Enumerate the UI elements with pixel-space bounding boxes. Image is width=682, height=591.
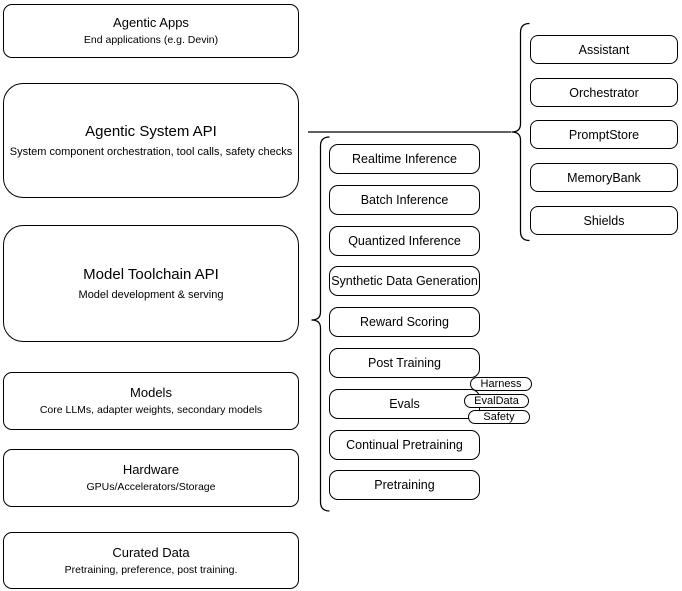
box-title: Agentic System API [85, 123, 217, 140]
continual-pretraining-box: Continual Pretraining [329, 430, 480, 460]
box-subtitle: System component orchestration, tool cal… [9, 146, 293, 158]
agentic-apps-box: Agentic Apps End applications (e.g. Devi… [3, 4, 299, 58]
curated-data-box: Curated Data Pretraining, preference, po… [3, 532, 299, 589]
models-box: Models Core LLMs, adapter weights, secon… [3, 372, 299, 430]
box-label: Reward Scoring [360, 315, 449, 329]
memorybank-box: MemoryBank [530, 163, 678, 192]
box-label: Post Training [368, 356, 441, 370]
toolchain-bracket [311, 136, 330, 512]
hardware-box: Hardware GPUs/Accelerators/Storage [3, 449, 299, 507]
box-title: Curated Data [112, 544, 190, 560]
box-label: Assistant [578, 42, 630, 57]
model-toolchain-api-box: Model Toolchain API Model development & … [3, 225, 299, 342]
pretraining-box: Pretraining [329, 470, 480, 500]
evaldata-pill: EvalData [464, 394, 529, 408]
box-label: Batch Inference [360, 193, 449, 207]
batch-inference-box: Batch Inference [329, 185, 480, 215]
pill-label: EvalData [474, 395, 519, 407]
post-training-box: Post Training [329, 348, 480, 378]
box-subtitle: GPUs/Accelerators/Storage [86, 481, 216, 493]
box-label: MemoryBank [567, 170, 641, 185]
box-subtitle: End applications (e.g. Devin) [83, 34, 219, 46]
safety-pill: Safety [468, 410, 530, 424]
box-label: Synthetic Data Generation [331, 274, 478, 288]
box-title: Hardware [122, 462, 180, 477]
reward-scoring-box: Reward Scoring [329, 307, 480, 337]
promptstore-box: PromptStore [530, 120, 678, 149]
orchestrator-box: Orchestrator [530, 78, 678, 107]
box-label: Realtime Inference [352, 152, 457, 166]
box-label: PromptStore [568, 127, 640, 142]
quantized-inference-box: Quantized Inference [329, 226, 480, 256]
harness-pill: Harness [470, 377, 532, 391]
box-label: Continual Pretraining [346, 438, 463, 452]
agentic-system-api-box: Agentic System API System component orch… [3, 83, 299, 198]
box-label: Evals [389, 397, 420, 411]
synthetic-data-generation-box: Synthetic Data Generation [329, 266, 480, 296]
box-label: Shields [583, 213, 625, 228]
box-subtitle: Pretraining, preference, post training. [64, 563, 238, 576]
pill-label: Harness [480, 378, 522, 390]
system-components-bracket [511, 22, 530, 242]
box-label: Orchestrator [569, 85, 639, 100]
assistant-box: Assistant [530, 35, 678, 64]
box-label: Pretraining [374, 478, 435, 492]
box-title: Model Toolchain API [83, 266, 219, 283]
box-title: Agentic Apps [113, 15, 189, 30]
box-title: Models [130, 385, 172, 400]
box-label: Quantized Inference [348, 234, 461, 248]
evals-box: Evals [329, 389, 480, 419]
pill-label: Safety [483, 411, 515, 423]
realtime-inference-box: Realtime Inference [329, 144, 480, 174]
box-subtitle: Core LLMs, adapter weights, secondary mo… [39, 404, 263, 416]
shields-box: Shields [530, 206, 678, 235]
box-subtitle: Model development & serving [78, 289, 224, 301]
